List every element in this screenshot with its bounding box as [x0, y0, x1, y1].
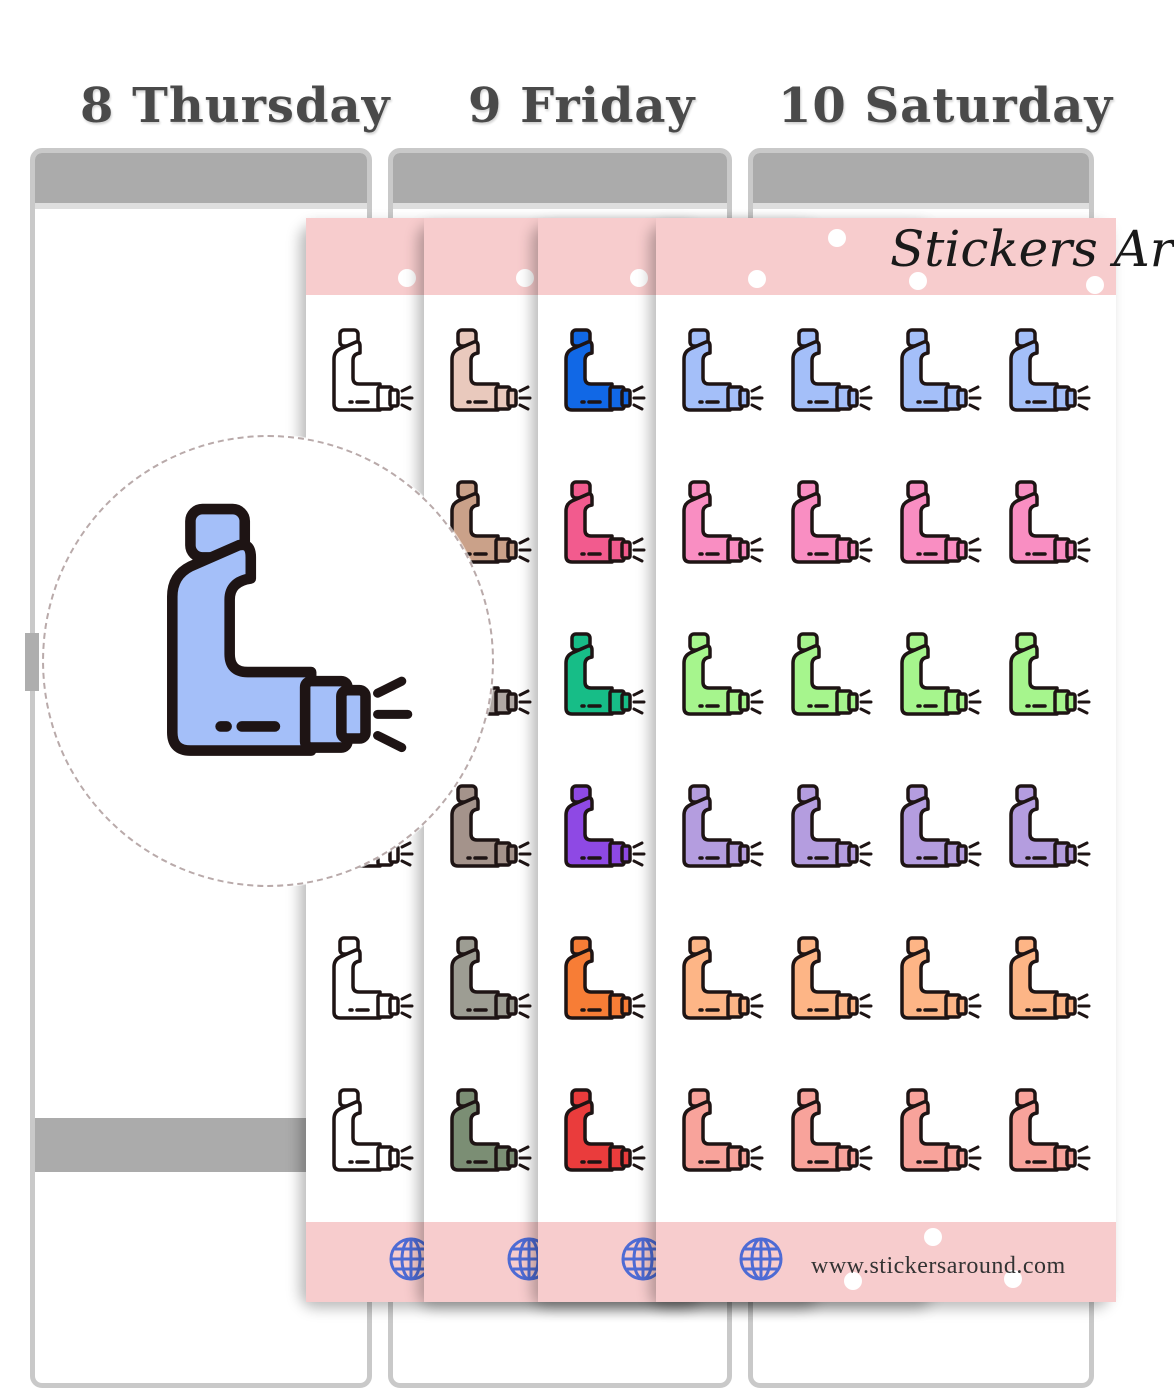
- inhaler-sticker-icon: [900, 328, 982, 412]
- inhaler-sticker-icon: [900, 936, 982, 1020]
- inhaler-sticker-icon: [791, 936, 873, 1020]
- column-header: [753, 153, 1089, 203]
- inhaler-sticker-icon: [1009, 480, 1091, 564]
- day-title-friday: 9 Friday: [468, 78, 696, 134]
- inhaler-sticker-icon: [682, 328, 764, 412]
- sheet-top-band: Stickers Ar: [656, 218, 1174, 295]
- inhaler-sticker-icon: [900, 632, 982, 716]
- inhaler-sticker-icon: [682, 632, 764, 716]
- zoom-preview: [42, 435, 494, 887]
- inhaler-sticker-icon: [332, 328, 414, 412]
- inhaler-sticker-icon: [564, 480, 646, 564]
- inhaler-sticker-icon: [900, 480, 982, 564]
- inhaler-sticker-icon: [900, 1088, 982, 1172]
- inhaler-sticker-icon: [1009, 328, 1091, 412]
- inhaler-sticker-icon: [450, 480, 532, 564]
- inhaler-sticker-icon: [450, 328, 532, 412]
- inhaler-sticker-icon: [791, 1088, 873, 1172]
- inhaler-sticker-icon: [682, 480, 764, 564]
- inhaler-sticker-icon: [450, 936, 532, 1020]
- brand-name: Stickers Ar: [890, 220, 1174, 278]
- day-title-saturday: 10 Saturday: [778, 78, 1114, 134]
- inhaler-sticker-icon: [682, 936, 764, 1020]
- inhaler-sticker-icon: [332, 1088, 414, 1172]
- website-url: www.stickersaround.com: [811, 1253, 1066, 1279]
- day-title-thursday: 8 Thursday: [80, 78, 391, 134]
- inhaler-sticker-icon: [682, 784, 764, 868]
- inhaler-sticker-icon: [791, 328, 873, 412]
- column-divider: [393, 203, 727, 209]
- inhaler-sticker-icon: [791, 480, 873, 564]
- column-side-tab: [25, 633, 39, 691]
- inhaler-sticker-icon: [791, 784, 873, 868]
- column-header: [393, 153, 727, 203]
- inhaler-sticker-icon: [564, 784, 646, 868]
- inhaler-sticker-icon: [450, 784, 532, 868]
- inhaler-sticker-icon: [1009, 1088, 1091, 1172]
- sticker-sheet-pastel: Stickers Ar www.stickersaround.com: [656, 218, 1174, 1302]
- inhaler-sticker-icon: [791, 632, 873, 716]
- inhaler-icon: [167, 503, 413, 756]
- globe-icon: [739, 1237, 783, 1281]
- inhaler-sticker-icon: [564, 328, 646, 412]
- inhaler-sticker-icon: [564, 936, 646, 1020]
- column-divider: [753, 203, 1089, 209]
- inhaler-sticker-icon: [332, 936, 414, 1020]
- inhaler-sticker-icon: [682, 1088, 764, 1172]
- sheet-bottom-band: www.stickersaround.com: [656, 1222, 1116, 1302]
- inhaler-sticker-icon: [900, 784, 982, 868]
- inhaler-sticker-icon: [1009, 936, 1091, 1020]
- inhaler-sticker-icon: [1009, 632, 1091, 716]
- inhaler-sticker-icon: [450, 1088, 532, 1172]
- inhaler-sticker-icon: [564, 1088, 646, 1172]
- inhaler-sticker-icon: [1009, 784, 1091, 868]
- column-header: [35, 153, 367, 203]
- column-divider: [35, 203, 367, 209]
- inhaler-sticker-icon: [564, 632, 646, 716]
